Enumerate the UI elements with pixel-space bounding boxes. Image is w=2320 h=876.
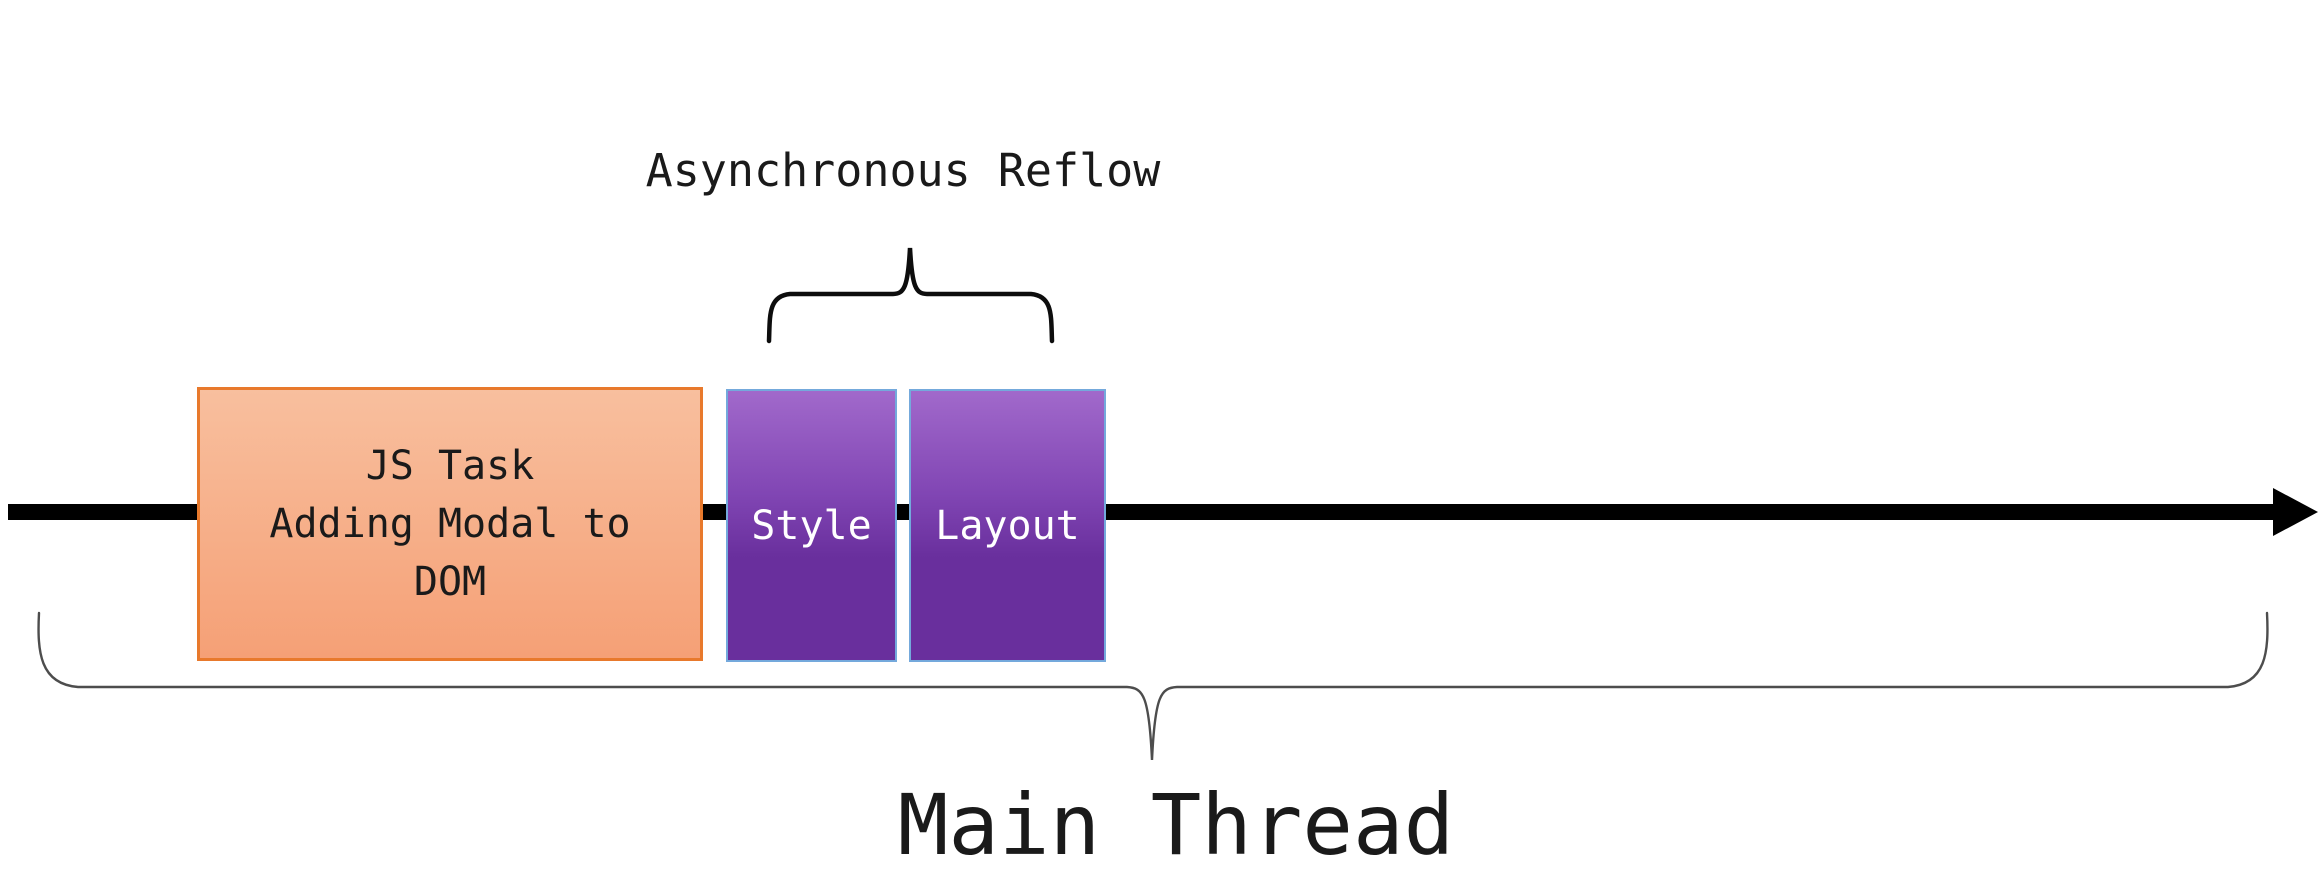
style-block: Style [726,389,897,662]
layout-block: Layout [909,389,1106,662]
js-task-line: JS Task [365,443,535,489]
js-task-line: Adding Modal to [269,501,631,547]
reflow-brace [766,247,1055,344]
style-block-label: Style [751,502,872,549]
js-task-line: DOM [413,559,487,605]
async-reflow-label: Asynchronous Reflow [645,144,1161,197]
main-thread-label: Main Thread [897,776,1455,874]
timeline-arrow-head [2273,488,2318,536]
layout-block-label: Layout [935,502,1080,549]
js-task-block: JS Task Adding Modal to DOM [197,387,703,661]
main-thread-brace [37,611,2269,761]
